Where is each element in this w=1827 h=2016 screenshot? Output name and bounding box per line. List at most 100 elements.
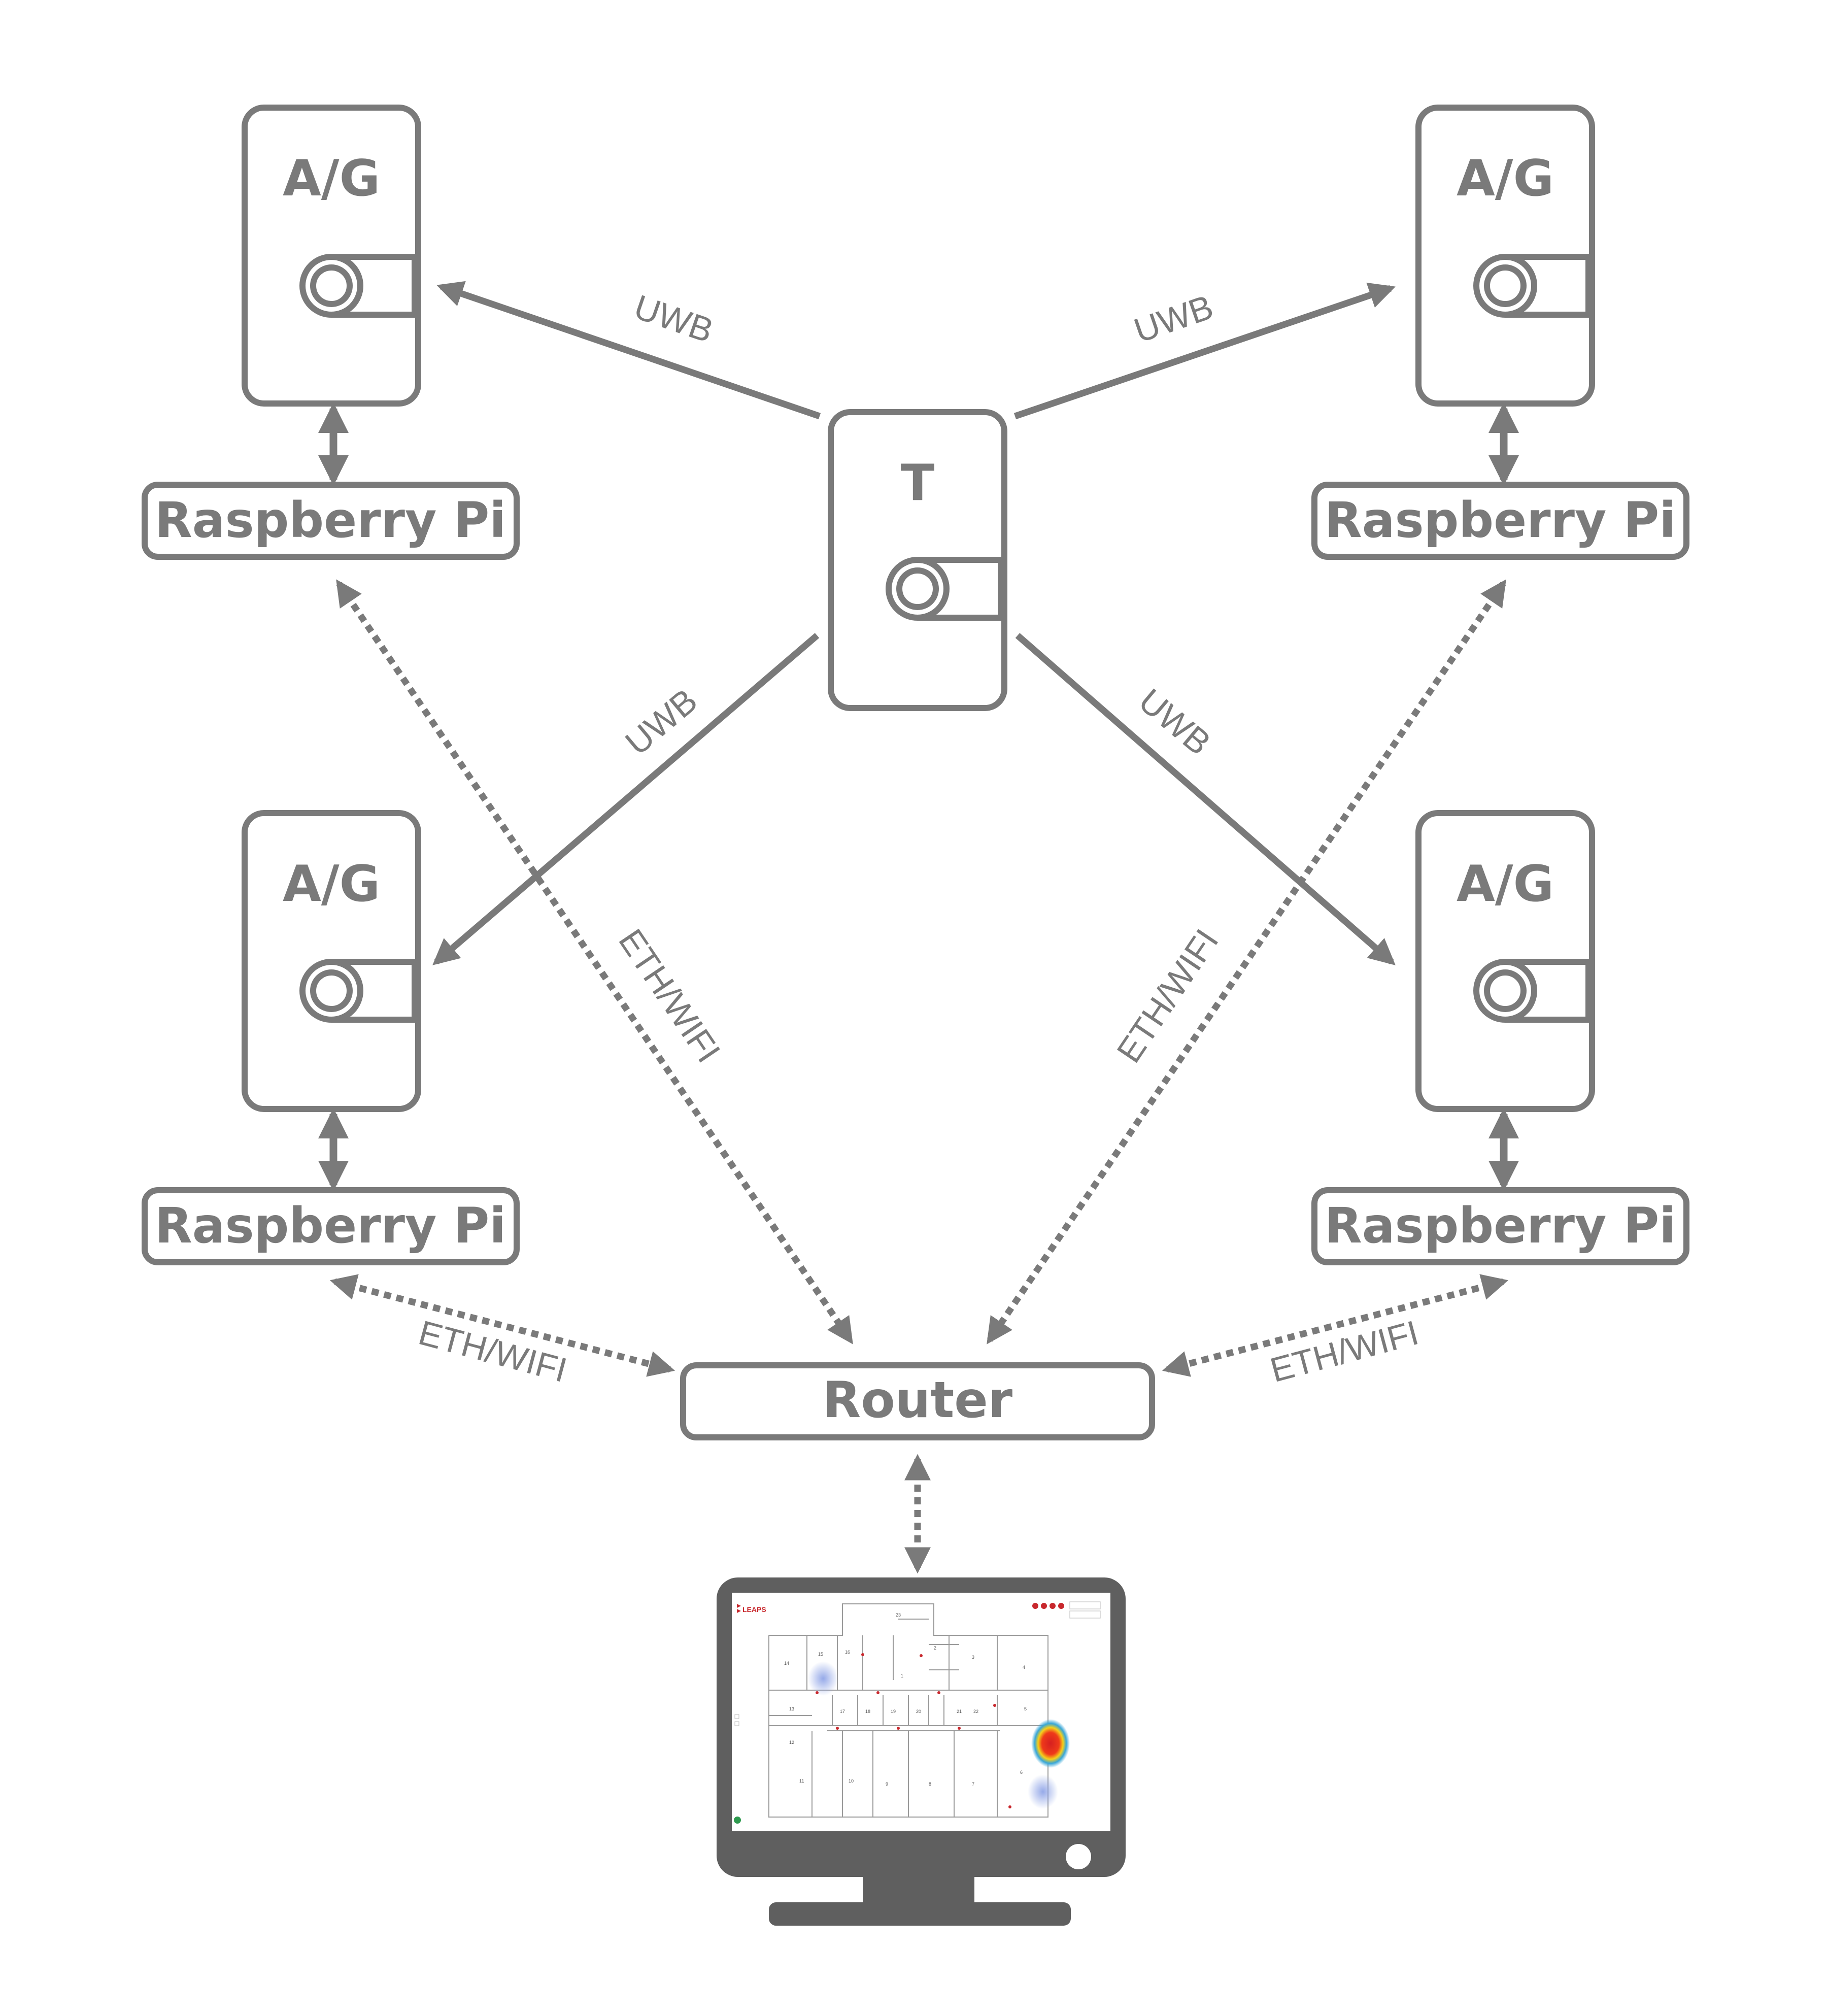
room-label: 3	[972, 1655, 974, 1660]
map-anchor-marker	[993, 1704, 996, 1707]
uwb-label-top-left: UWB	[629, 287, 718, 350]
usb-port-icon	[886, 557, 1007, 621]
map-anchor-marker	[1008, 1805, 1011, 1808]
uwb-link-bottom-left	[432, 633, 820, 965]
map-anchor-marker	[861, 1653, 864, 1656]
router: Router	[680, 1362, 1155, 1440]
room-label: 16	[845, 1650, 850, 1655]
raspberry-pi-label: Raspberry Pi	[155, 492, 506, 549]
select-field-2[interactable]	[1069, 1610, 1101, 1619]
computer-monitor-icon: LEAPS	[717, 1577, 1126, 1926]
map-anchor-marker	[897, 1727, 900, 1730]
toolbar-button-4[interactable]	[1058, 1603, 1064, 1609]
room-label: 11	[799, 1778, 804, 1784]
leaps-logo-text: LEAPS	[742, 1605, 766, 1614]
anchor-bottom-left: A/G	[242, 810, 421, 1112]
toolbar-button-1[interactable]	[1032, 1603, 1038, 1609]
floor-outline	[768, 1603, 1048, 1818]
room-label: 5	[1024, 1706, 1027, 1711]
uwb-link-top-right	[1013, 282, 1396, 420]
room-label: 21	[957, 1709, 962, 1714]
raspberry-pi-top-right: Raspberry Pi	[1311, 482, 1689, 560]
uwb-link-bottom-right	[1015, 633, 1396, 965]
heat-spot-low	[1028, 1774, 1058, 1809]
room-label: 12	[789, 1740, 794, 1745]
room-label: 4	[1023, 1665, 1025, 1670]
map-anchor-markers	[816, 1653, 1011, 1808]
room-label: 20	[916, 1709, 921, 1714]
raspberry-pi-label: Raspberry Pi	[155, 1197, 506, 1254]
room-label: 23	[896, 1612, 901, 1618]
map-anchor-marker	[816, 1691, 819, 1694]
map-anchor-marker	[920, 1654, 923, 1657]
uwb-label-top-right: UWB	[1129, 287, 1218, 350]
anchor-top-left: A/G	[242, 105, 421, 407]
router-label: Router	[823, 1371, 1013, 1429]
raspberry-pi-bottom-left: Raspberry Pi	[142, 1187, 520, 1265]
status-indicator-icon	[734, 1817, 741, 1824]
zoom-out-button[interactable]	[734, 1721, 739, 1726]
anchor-pi-links	[318, 402, 1519, 1191]
heat-spot-low	[808, 1661, 838, 1696]
anchor-label: A/G	[1457, 150, 1554, 208]
room-label: 2	[934, 1645, 936, 1651]
anchor-top-right: A/G	[1415, 105, 1595, 407]
map-anchor-marker	[836, 1727, 839, 1730]
raspberry-pi-label: Raspberry Pi	[1325, 1197, 1676, 1254]
room-label: 1	[901, 1673, 903, 1678]
room-label: 13	[789, 1706, 794, 1711]
raspberry-pi-bottom-right: Raspberry Pi	[1311, 1187, 1689, 1265]
network-label-bottom-left: ETH/WIFI	[415, 1313, 571, 1390]
usb-port-icon	[299, 959, 421, 1023]
room-label: 19	[891, 1709, 896, 1714]
usb-port-icon	[1473, 254, 1595, 318]
zoom-in-button[interactable]	[734, 1714, 739, 1719]
uwb-link-top-left	[436, 281, 821, 420]
leaps-logo: LEAPS	[737, 1604, 766, 1614]
side-controls	[734, 1714, 741, 1824]
network-label-bottom-right: ETH/WIFI	[1266, 1313, 1423, 1390]
room-label: 15	[818, 1652, 823, 1657]
room-label: 18	[865, 1709, 870, 1714]
network-link-pi-top-right-router	[987, 579, 1506, 1345]
room-label: 10	[849, 1778, 854, 1784]
room-label: 9	[886, 1782, 888, 1787]
room-label: 14	[784, 1661, 789, 1666]
room-labels: 23 14 15 16 2 3 4 1 13 17 18 19 20 21 22…	[784, 1612, 1027, 1787]
anchor-label: A/G	[283, 855, 380, 913]
network-links	[329, 579, 1509, 1574]
map-anchor-marker	[937, 1691, 940, 1694]
router-box	[680, 1362, 1155, 1440]
usb-port-icon	[299, 254, 421, 318]
raspberry-pi-label: Raspberry Pi	[1325, 492, 1676, 549]
room-label: 8	[929, 1782, 931, 1787]
room-label: 22	[973, 1709, 978, 1714]
tag-label: T	[901, 454, 935, 512]
select-field-1[interactable]	[1069, 1601, 1101, 1609]
heatmap-overlay	[808, 1661, 1070, 1809]
network-label-center-right: ETH/WIFI	[1109, 922, 1226, 1069]
tag-device: T	[828, 409, 1007, 711]
anchor-bottom-right: A/G	[1415, 810, 1595, 1112]
map-anchor-marker	[958, 1727, 961, 1730]
monitor-neck	[863, 1876, 974, 1906]
map-anchor-marker	[876, 1691, 879, 1694]
room-label: 7	[972, 1782, 974, 1787]
usb-port-icon	[1473, 959, 1595, 1023]
monitor-screen: LEAPS	[732, 1593, 1110, 1831]
heat-spot-high	[1031, 1719, 1070, 1768]
power-button-icon	[1066, 1844, 1091, 1869]
monitor-base	[769, 1902, 1071, 1926]
toolbar-button-2[interactable]	[1041, 1603, 1047, 1609]
anchor-label: A/G	[283, 150, 380, 208]
uwb-label-bottom-left: UWB	[618, 681, 704, 762]
network-label-center-left: ETH/WIFI	[611, 922, 728, 1069]
network-link-pi-bottom-left-router	[329, 1274, 675, 1377]
room-label: 6	[1020, 1770, 1023, 1775]
app-toolbar	[1032, 1601, 1101, 1619]
anchor-label: A/G	[1457, 855, 1554, 913]
room-label: 17	[840, 1709, 845, 1714]
raspberry-pi-top-left: Raspberry Pi	[142, 482, 520, 560]
toolbar-button-3[interactable]	[1050, 1603, 1056, 1609]
